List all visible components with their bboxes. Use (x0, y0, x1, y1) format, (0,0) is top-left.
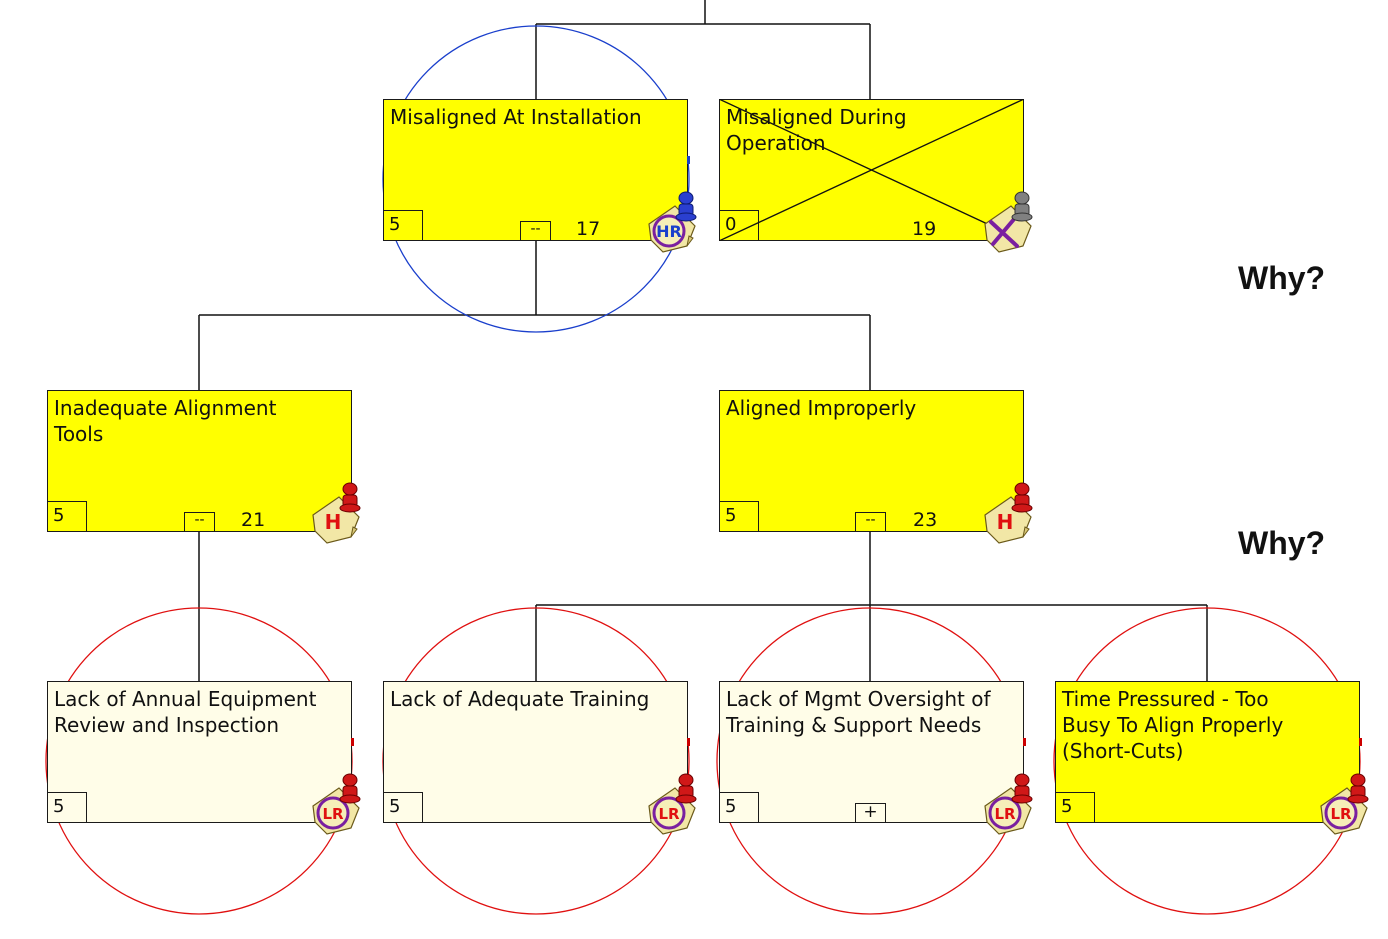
node-inadequate-alignment-tools[interactable]: Inadequate Alignment Tools 5 -- 21 (47, 390, 352, 532)
node-score: 0 (719, 210, 759, 241)
collapse-toggle[interactable]: -- (184, 512, 215, 532)
sticky-note-with-pushpin-icon[interactable]: H (979, 481, 1039, 547)
node-lack-of-mgmt-oversight[interactable]: Lack of Mgmt Oversight of Training & Sup… (719, 681, 1026, 823)
node-title: Time Pressured - Too Busy To Align Prope… (1062, 687, 1284, 763)
sticky-note-with-pushpin-icon[interactable]: H (307, 481, 367, 547)
node-title: Lack of Adequate Training (390, 687, 650, 711)
rating-label: LR (322, 805, 344, 823)
node-id: 19 (912, 218, 937, 240)
rating-label: H (325, 510, 342, 534)
node-misaligned-at-installation[interactable]: Misaligned At Installation 5 -- 17 (383, 99, 690, 241)
node-title: Inadequate Alignment Tools (54, 396, 277, 446)
highlight-circle-red (45, 607, 353, 915)
rating-label: LR (1330, 805, 1352, 823)
node-id: 17 (576, 218, 601, 240)
collapse-toggle[interactable]: -- (520, 221, 551, 241)
connector-tick (687, 156, 690, 164)
node-score: 5 (719, 792, 759, 823)
excluded-cross-lines (719, 99, 1024, 241)
node-lack-of-annual-equipment-review[interactable]: Lack of Annual Equipment Review and Insp… (47, 681, 354, 823)
rating-label: HR (656, 222, 682, 241)
why-label: Why? (1238, 525, 1326, 561)
node-score: 5 (1055, 792, 1095, 823)
sticky-note-with-pushpin-icon[interactable]: LR (307, 772, 367, 838)
connector-tick (1023, 738, 1026, 746)
sticky-note-with-pushpin-icon[interactable]: LR (643, 772, 703, 838)
node-score: 5 (383, 792, 423, 823)
sticky-note-with-pushpin-icon[interactable]: LR (1315, 772, 1375, 838)
node-time-pressured[interactable]: Time Pressured - Too Busy To Align Prope… (1055, 681, 1362, 823)
node-title: Misaligned At Installation (390, 105, 642, 129)
sticky-note-with-pushpin-icon[interactable]: HR (643, 190, 703, 256)
connector-tick (351, 738, 354, 746)
node-score: 5 (719, 501, 759, 532)
node-title: Lack of Annual Equipment Review and Insp… (54, 687, 317, 737)
why-label: Why? (1238, 260, 1326, 296)
node-title: Lack of Mgmt Oversight of Training & Sup… (726, 687, 991, 737)
rating-label: H (997, 510, 1014, 534)
node-aligned-improperly[interactable]: Aligned Improperly 5 -- 23 (719, 390, 1024, 532)
node-id: 21 (241, 509, 266, 531)
connector-tick (687, 738, 690, 746)
node-title: Aligned Improperly (726, 396, 917, 420)
node-score: 5 (383, 210, 423, 241)
node-score: 5 (47, 792, 87, 823)
sticky-note-with-pushpin-icon[interactable]: LR (979, 772, 1039, 838)
highlight-circle-red (1053, 607, 1361, 915)
node-id: 23 (913, 509, 938, 531)
crossed-out-note-icon[interactable] (979, 190, 1039, 256)
collapse-toggle[interactable]: -- (855, 512, 886, 532)
node-score: 5 (47, 501, 87, 532)
connector-tick (1359, 738, 1362, 746)
node-misaligned-during-operation[interactable]: Misaligned During Operation 0 19 (719, 99, 1024, 241)
expand-toggle[interactable]: + (855, 803, 886, 823)
node-title: Misaligned During Operation (726, 105, 907, 155)
rating-label: LR (994, 805, 1016, 823)
rating-label: LR (658, 805, 680, 823)
node-lack-of-adequate-training[interactable]: Lack of Adequate Training 5 (383, 681, 690, 823)
